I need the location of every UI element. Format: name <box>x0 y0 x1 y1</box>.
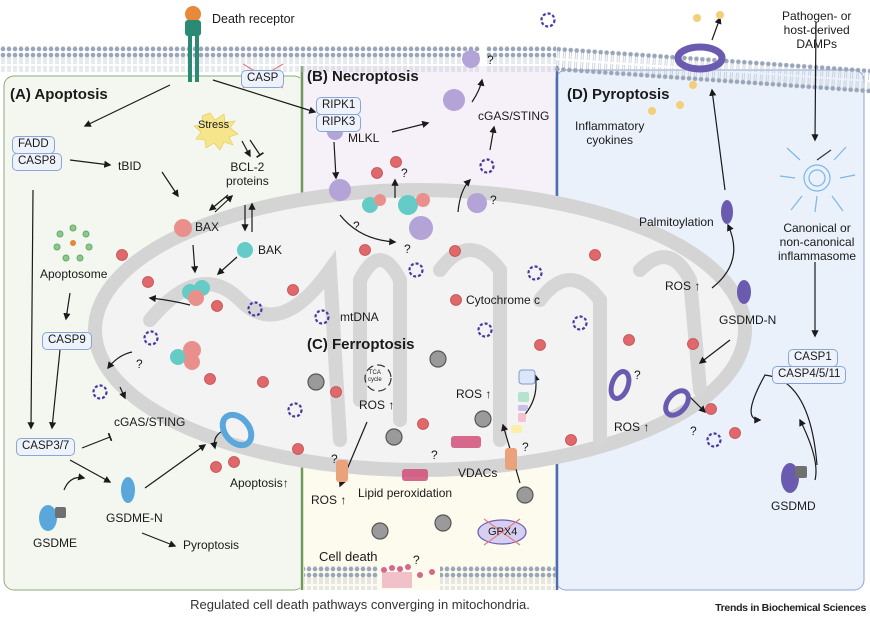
bax-bak-pore-icon <box>170 280 210 370</box>
pyroptosis-outcome-label: Pyroptosis <box>183 538 240 552</box>
palmitoylation-label: Palmitoylation <box>639 215 714 229</box>
necroptosis-cgas-sting-label: cGAS/STING <box>478 109 550 123</box>
inflammasome-icon <box>779 146 856 213</box>
death-receptor-label: Death receptor <box>212 12 295 26</box>
gsdme-label: GSDME <box>33 536 78 550</box>
plasma-membrane <box>0 46 870 95</box>
bak-protein-icon <box>237 242 253 258</box>
fe-ions <box>307 350 534 540</box>
ripk3-badge: RIPK3 <box>316 114 362 132</box>
gsdme-icon <box>39 505 66 531</box>
stress-label: Stress <box>198 119 230 131</box>
gsdmd-mito-pores <box>608 369 691 418</box>
gsdmd-label: GSDMD <box>771 499 816 513</box>
bax-label: BAX <box>195 220 220 234</box>
mtdna-label: mtDNA <box>340 310 379 324</box>
question-mark: ? <box>136 357 143 371</box>
gsdme-pore-icon <box>219 411 255 449</box>
gsdmd-pore-membrane-icon <box>674 43 726 73</box>
cytochrome-c-label: Cytochrome c <box>466 293 541 307</box>
ros-label-ferroptosis-3: ROS ↑ <box>311 493 347 507</box>
ros-label-ferroptosis-1: ROS ↑ <box>359 398 395 412</box>
bax-protein-icon <box>174 219 192 237</box>
apoptosis-cgas-sting-label: cGAS/STING <box>114 415 186 429</box>
apoptosis-title: (A) Apoptosis <box>10 86 108 103</box>
mlkl-label: MLKL <box>348 131 380 145</box>
question-mark: ? <box>431 448 438 462</box>
cell-death-label: Cell death <box>319 549 378 564</box>
casp9-badge: CASP9 <box>42 332 92 350</box>
palmitoylated-gsdmd-icon <box>721 200 733 224</box>
casp37-badge: CASP3/7 <box>16 438 76 456</box>
ros-label-pyroptosis-2: ROS ↑ <box>614 420 650 434</box>
arrow-up-icon: ↑ <box>282 476 289 490</box>
ferroptosis-title: (C) Ferroptosis <box>307 336 415 353</box>
casp8-badge: CASP8 <box>12 153 62 171</box>
pyroptosis-title: (D) Pyroptosis <box>567 86 670 103</box>
figure-caption: Regulated cell death pathways converging… <box>190 597 530 612</box>
stress-icon <box>193 112 239 151</box>
question-mark: ? <box>331 452 338 466</box>
mlkl-protein-icons <box>327 50 487 240</box>
question-mark: ? <box>353 219 360 233</box>
apoptosome-label: Apoptosome <box>40 267 108 281</box>
question-mark: ? <box>634 368 641 382</box>
lipid-peroxidation-icons <box>402 436 481 481</box>
casp-inhibited-badge: CASP <box>241 70 285 88</box>
gsdme-n-label: GSDME-N <box>106 511 163 525</box>
ros-label-pyroptosis-1: ROS ↑ <box>665 279 701 293</box>
bak-label: BAK <box>258 243 283 257</box>
ferroptosis-membrane <box>304 564 556 590</box>
apoptosis-increase-label: Apoptosis↑ <box>230 476 289 490</box>
gsdme-n-icon <box>121 477 135 503</box>
death-receptor-icon <box>185 6 201 82</box>
mtdna-rings <box>92 12 722 448</box>
lipid-peroxidation-label: Lipid peroxidation <box>358 486 453 500</box>
cytochrome-c-dots <box>116 156 741 473</box>
mlkl-complex-icon <box>362 193 430 215</box>
casp1-badge: CASP1 <box>788 349 838 367</box>
tbid-label: tBID <box>118 159 142 173</box>
question-mark: ? <box>690 424 697 438</box>
journal-name: Trends in Biochemical Sciences <box>715 602 866 614</box>
cytokine-dots <box>648 11 724 115</box>
mitochondrion <box>88 183 752 477</box>
gsdmd-icon <box>781 463 807 493</box>
ripk1-badge: RIPK1 <box>316 97 362 115</box>
tca-cycle-icon <box>364 364 392 392</box>
gpx4-inhibited-cross-icon <box>483 518 521 546</box>
etc-complexes-icon <box>511 369 536 433</box>
necroptosis-title: (B) Necroptosis <box>307 68 419 85</box>
question-mark: ? <box>522 440 529 454</box>
casp4511-badge: CASP4/5/11 <box>772 366 847 384</box>
apoptosome-icon <box>53 224 93 262</box>
question-mark: ? <box>401 166 408 180</box>
vdacs-label: VDACs <box>458 466 498 480</box>
gsdmd-n-icon <box>737 280 751 304</box>
gsdmd-n-label: GSDMD-N <box>719 313 777 327</box>
question-mark: ? <box>490 193 497 207</box>
question-mark: ? <box>413 553 420 567</box>
gpx4-label: GPX4 <box>488 526 518 538</box>
fadd-badge: FADD <box>12 136 55 154</box>
question-mark: ? <box>487 53 494 67</box>
question-mark: ? <box>404 242 411 256</box>
ros-label-ferroptosis-2: ROS ↑ <box>456 387 492 401</box>
vdac-channel-icons <box>336 448 517 482</box>
